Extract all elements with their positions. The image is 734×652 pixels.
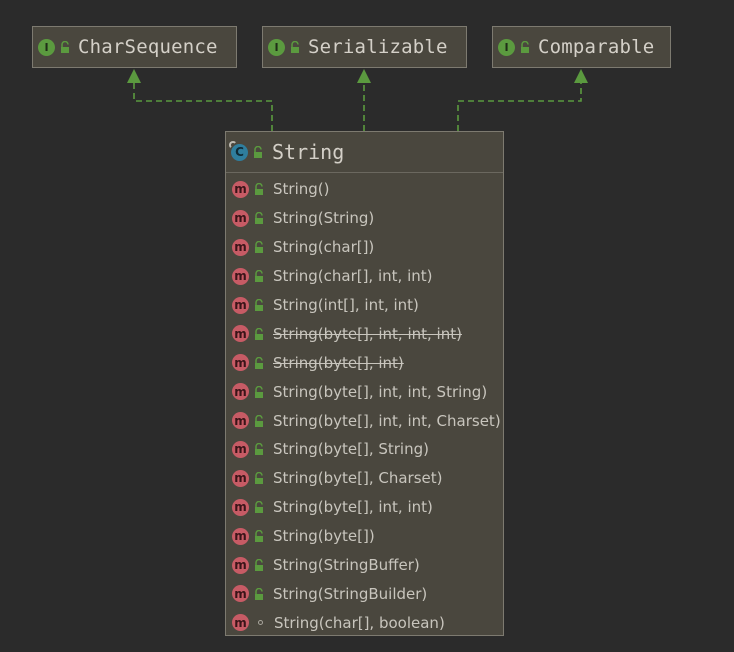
public-lock-icon — [254, 356, 264, 369]
method-label: String(byte[], int, int, Charset) — [273, 411, 501, 430]
method-label: String() — [273, 180, 330, 199]
edge-string-to-charsequence — [133, 80, 273, 131]
interface-name: Serializable — [308, 36, 448, 58]
public-lock-icon — [254, 183, 264, 196]
method-label: String(int[], int, int) — [273, 296, 419, 314]
method-icon: m — [232, 209, 249, 227]
method-icon: m — [232, 180, 249, 198]
method-icon: m — [232, 527, 249, 545]
method-row[interactable]: m String(StringBuilder) — [226, 579, 503, 608]
method-icon: m — [232, 556, 249, 574]
public-lock-icon — [253, 146, 263, 158]
public-lock-icon — [254, 587, 264, 600]
method-icon: m — [232, 498, 249, 516]
method-icon: m — [232, 383, 249, 401]
public-lock-icon — [254, 443, 264, 456]
method-label: String(byte[], Charset) — [273, 469, 443, 488]
method-row[interactable]: m String() — [226, 175, 503, 204]
method-row[interactable]: m String(byte[], int, int) — [226, 493, 503, 522]
method-icon: m — [232, 614, 249, 632]
public-lock-icon — [254, 530, 264, 543]
method-label: String(byte[], int) — [273, 353, 404, 372]
method-row[interactable]: m String(StringBuffer) — [226, 551, 503, 580]
method-label: String(StringBuilder) — [273, 584, 428, 603]
interface-icon: I — [498, 38, 515, 56]
public-lock-icon — [254, 414, 264, 427]
public-lock-icon — [254, 327, 264, 340]
method-icon: m — [232, 325, 249, 343]
interface-node-serializable[interactable]: I Serializable — [262, 26, 467, 68]
method-row[interactable]: m String(byte[], int, int, Charset) — [226, 406, 503, 435]
interface-name: CharSequence — [78, 36, 218, 58]
package-private-icon — [258, 620, 263, 626]
method-icon: m — [232, 238, 249, 256]
public-lock-icon — [60, 41, 70, 53]
method-row[interactable]: m String(byte[], String) — [226, 435, 503, 464]
public-lock-icon — [254, 559, 264, 572]
public-lock-icon — [254, 212, 264, 225]
interface-icon: I — [38, 38, 55, 56]
method-label: String(byte[]) — [273, 527, 375, 546]
class-header: C String — [226, 132, 503, 173]
public-lock-icon — [254, 501, 264, 514]
method-label: String(String) — [273, 209, 375, 228]
method-label: String(byte[], int, int) — [273, 498, 433, 517]
method-icon: m — [232, 354, 249, 372]
method-icon: m — [232, 267, 249, 285]
interface-node-charsequence[interactable]: I CharSequence — [32, 26, 237, 68]
method-label: String(byte[], String) — [273, 440, 429, 459]
method-row[interactable]: m String(byte[], int) — [226, 348, 503, 377]
public-lock-icon — [254, 241, 264, 254]
arrowhead-charsequence — [127, 69, 141, 83]
public-lock-icon — [254, 472, 264, 485]
method-row[interactable]: m String(String) — [226, 204, 503, 233]
arrowhead-comparable — [574, 69, 588, 83]
arrowhead-serializable — [357, 69, 371, 83]
method-label: String(char[], boolean) — [274, 613, 445, 632]
method-label: String(char[]) — [273, 238, 375, 257]
public-lock-icon — [254, 270, 264, 283]
method-icon: m — [232, 469, 249, 487]
method-label: String(byte[], int, int, int) — [273, 324, 462, 343]
interface-icon: I — [268, 38, 285, 56]
method-icon: m — [232, 585, 249, 603]
public-lock-icon — [520, 41, 530, 53]
interface-node-comparable[interactable]: I Comparable — [492, 26, 671, 68]
method-row[interactable]: m String(int[], int, int) — [226, 291, 503, 320]
public-lock-icon — [254, 385, 264, 398]
public-lock-icon — [290, 41, 300, 53]
method-row[interactable]: m String(char[], boolean) — [226, 608, 503, 637]
method-label: String(StringBuffer) — [273, 556, 420, 575]
edge-string-to-comparable — [457, 80, 582, 131]
method-row[interactable]: m String(byte[], int, int, String) — [226, 377, 503, 406]
method-row[interactable]: m String(char[], int, int) — [226, 262, 503, 291]
class-icon: C — [229, 140, 248, 161]
interface-name: Comparable — [538, 36, 655, 58]
method-row[interactable]: m String(char[]) — [226, 233, 503, 262]
class-name: String — [272, 140, 345, 164]
method-label: String(char[], int, int) — [273, 267, 433, 286]
method-icon: m — [232, 440, 249, 458]
method-icon: m — [232, 296, 249, 314]
method-label: String(byte[], int, int, String) — [273, 382, 488, 401]
public-lock-icon — [254, 299, 264, 311]
method-row[interactable]: m String(byte[], Charset) — [226, 464, 503, 493]
method-row[interactable]: m String(byte[]) — [226, 522, 503, 551]
method-icon: m — [232, 412, 249, 430]
method-row[interactable]: m String(byte[], int, int, int) — [226, 319, 503, 348]
